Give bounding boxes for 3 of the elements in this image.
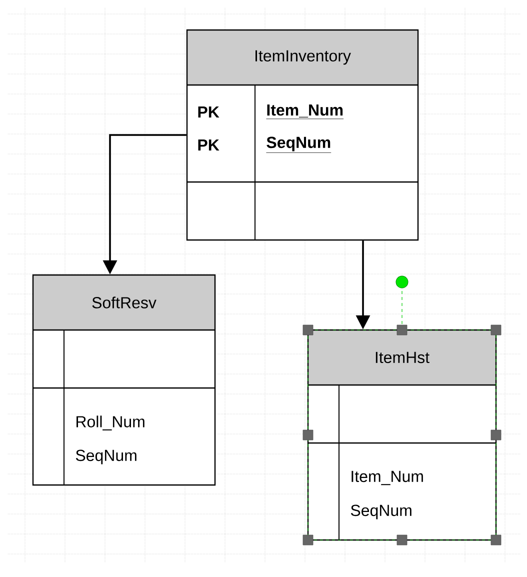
entity-table: SoftResv Roll_Num SeqNum [32,274,216,486]
entity-table: ItemHst Item_Num SeqNum [307,329,497,541]
entity-table: ItemInventory PK PK Item_Num SeqNum [186,29,419,241]
